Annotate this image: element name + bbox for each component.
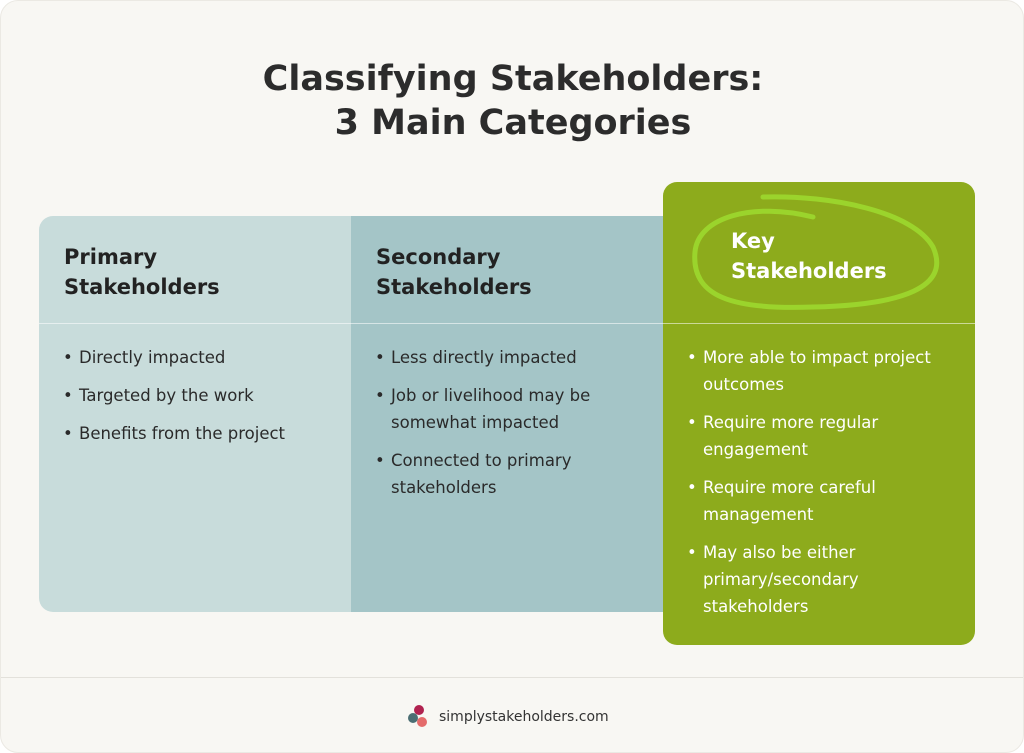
bullet-list: Directly impacted Targeted by the work B…	[63, 344, 337, 458]
divider	[351, 323, 663, 324]
highlight-circle-icon	[692, 194, 940, 310]
divider	[663, 323, 975, 324]
footer-divider	[1, 677, 1023, 678]
list-item: May also be either primary/secondary sta…	[687, 539, 961, 620]
logo-icon	[408, 705, 427, 727]
bullet-list: More able to impact project outcomes Req…	[687, 344, 961, 631]
list-item: More able to impact project outcomes	[687, 344, 961, 398]
list-item: Connected to primary stakeholders	[375, 447, 649, 501]
bullet-list: Less directly impacted Job or livelihood…	[375, 344, 649, 512]
page-title: Classifying Stakeholders: 3 Main Categor…	[1, 57, 1024, 145]
website-link[interactable]: simplystakeholders.com	[439, 709, 609, 725]
list-item: Directly impacted	[63, 344, 337, 371]
list-item: Less directly impacted	[375, 344, 649, 371]
list-item: Job or livelihood may be somewhat impact…	[375, 382, 649, 436]
list-item: Require more regular engagement	[687, 409, 961, 463]
title-line-2: 3 Main Categories	[334, 103, 692, 143]
list-item: Require more careful management	[687, 474, 961, 528]
list-item: Targeted by the work	[63, 382, 337, 409]
title-line-1: Classifying Stakeholders:	[262, 59, 764, 99]
brand: simplystakeholders.com	[405, 704, 609, 730]
divider	[39, 323, 351, 324]
list-item: Benefits from the project	[63, 420, 337, 447]
